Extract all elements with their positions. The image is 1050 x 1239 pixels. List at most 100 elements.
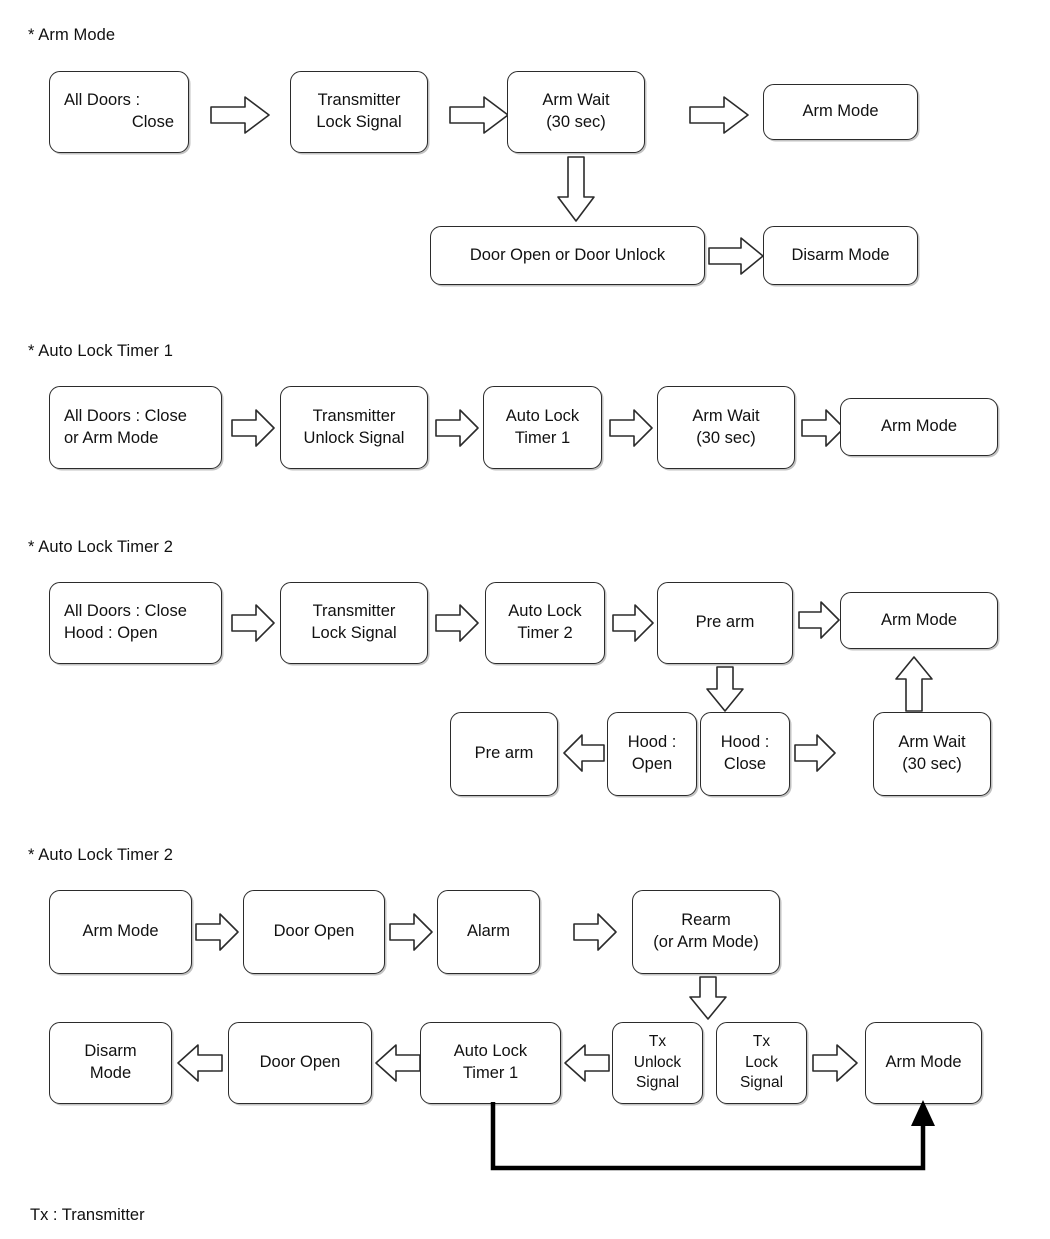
arrow-down-icon: [705, 665, 745, 713]
arrow-right-icon: [797, 600, 841, 640]
arrow-right-icon: [434, 408, 480, 448]
node-line: Arm Mode: [82, 922, 159, 941]
node-arm-mode: Arm Mode: [49, 890, 192, 974]
node-arm-mode: Arm Mode: [840, 592, 998, 649]
node-all-doors-close: All Doors : Close: [49, 71, 189, 153]
arrow-left-icon: [562, 733, 606, 773]
node-line: Unlock Signal: [303, 428, 405, 447]
node-auto-lock-timer-2: Auto Lock Timer 2: [485, 582, 605, 664]
node-line: Arm Wait: [692, 406, 760, 425]
node-line: Auto Lock: [505, 406, 580, 425]
arrow-right-icon: [707, 236, 765, 276]
node-transmitter-lock-signal: Transmitter Lock Signal: [290, 71, 428, 153]
node-line: (30 sec): [546, 113, 606, 131]
node-transmitter-lock-signal: Transmitter Lock Signal: [280, 582, 428, 664]
node-arm-mode: Arm Mode: [763, 84, 918, 140]
arrow-down-icon: [688, 975, 728, 1021]
node-pre-arm-loop: Pre arm: [450, 712, 558, 796]
node-door-open: Door Open: [243, 890, 385, 974]
node-line: Open: [631, 755, 673, 773]
node-line: Lock Signal: [311, 624, 397, 642]
arrow-up-icon: [894, 655, 934, 713]
arrow-right-icon: [572, 912, 618, 952]
node-line: Hood :: [627, 733, 677, 752]
node-line: Tx: [648, 1033, 667, 1051]
node-arm-wait-30sec: Arm Wait (30 sec): [507, 71, 645, 153]
node-line: Transmitter: [317, 91, 401, 110]
node-rearm-or-arm-mode: Rearm (or Arm Mode): [632, 890, 780, 974]
arrow-right-icon: [793, 733, 837, 773]
node-transmitter-unlock-signal: Transmitter Unlock Signal: [280, 386, 428, 469]
node-arm-wait-30sec: Arm Wait (30 sec): [873, 712, 991, 796]
arrow-left-icon: [176, 1043, 224, 1083]
section-title-auto-lock-timer-2-a: * Auto Lock Timer 2: [28, 538, 173, 556]
node-line: Close: [723, 755, 767, 773]
node-door-open-or-door-unlock: Door Open or Door Unlock: [430, 226, 705, 285]
node-line: All Doors : Close: [64, 406, 187, 425]
section-title-auto-lock-timer-1: * Auto Lock Timer 1: [28, 342, 173, 360]
node-line: Hood : Open: [64, 624, 158, 642]
node-auto-lock-timer-1: Auto Lock Timer 1: [420, 1022, 561, 1104]
node-line: Close: [131, 113, 174, 131]
node-disarm-mode: Disarm Mode: [763, 226, 918, 285]
node-line: All Doors :: [64, 91, 141, 110]
node-line: (30 sec): [696, 428, 756, 447]
node-line: Timer 1: [514, 428, 571, 447]
section-title-arm-mode: * Arm Mode: [28, 26, 116, 44]
node-line: Timer 1: [462, 1064, 519, 1082]
arrow-left-icon: [374, 1043, 422, 1083]
node-pre-arm: Pre arm: [657, 582, 793, 664]
node-tx-lock-signal: Tx Lock Signal: [716, 1022, 807, 1104]
node-line: Transmitter: [312, 406, 396, 425]
node-tx-unlock-signal: Tx Unlock Signal: [612, 1022, 703, 1104]
node-line: Transmitter: [312, 602, 396, 621]
arrow-right-icon: [800, 408, 846, 448]
node-line: Lock Signal: [316, 113, 402, 131]
node-arm-wait-30sec: Arm Wait (30 sec): [657, 386, 795, 469]
node-line: Auto Lock: [508, 602, 582, 621]
node-line: Rearm: [681, 911, 731, 930]
node-line: Tx: [752, 1033, 771, 1051]
node-line: Pre arm: [695, 613, 755, 632]
arrow-right-icon: [230, 603, 276, 643]
node-line: or Arm Mode: [64, 428, 159, 447]
footnote-tx-transmitter: Tx : Transmitter: [30, 1206, 145, 1224]
node-line: Door Open or Door Unlock: [469, 245, 666, 264]
node-all-doors-close-hood-open: All Doors : Close Hood : Open: [49, 582, 222, 664]
node-line: Alarm: [466, 922, 511, 941]
node-line: Arm Mode: [880, 610, 958, 629]
node-line: Arm Mode: [880, 417, 958, 436]
node-line: Arm Wait: [898, 733, 966, 752]
node-line: (or Arm Mode): [653, 933, 759, 951]
node-line: Timer 2: [517, 624, 573, 642]
node-auto-lock-timer-1: Auto Lock Timer 1: [483, 386, 602, 469]
arrow-left-icon: [563, 1043, 611, 1083]
arrow-down-icon: [556, 155, 596, 223]
node-arm-mode: Arm Mode: [865, 1022, 982, 1104]
arrow-right-icon: [209, 95, 271, 135]
feedback-loop-connector: [480, 1098, 950, 1188]
node-line: Arm Mode: [885, 1053, 962, 1072]
node-line: Hood :: [720, 733, 770, 752]
node-alarm: Alarm: [437, 890, 540, 974]
section-title-auto-lock-timer-2-b: * Auto Lock Timer 2: [28, 846, 173, 864]
node-line: Door Open: [273, 922, 355, 941]
node-line: (30 sec): [902, 755, 962, 773]
node-line: Pre arm: [474, 744, 534, 763]
node-line: Auto Lock: [453, 1042, 528, 1061]
node-line: Signal: [739, 1074, 784, 1092]
node-hood-open: Hood : Open: [607, 712, 697, 796]
arrow-right-icon: [688, 95, 750, 135]
node-disarm-mode: Disarm Mode: [49, 1022, 172, 1104]
node-hood-close: Hood : Close: [700, 712, 790, 796]
node-line: Arm Wait: [542, 91, 610, 110]
arrow-right-icon: [194, 912, 240, 952]
node-line: Unlock: [633, 1053, 682, 1071]
arrow-right-icon: [434, 603, 480, 643]
node-line: Lock: [745, 1053, 778, 1071]
node-line: Mode: [89, 1064, 132, 1082]
node-line: Disarm Mode: [791, 245, 890, 264]
node-line: Signal: [635, 1074, 680, 1092]
arrow-right-icon: [611, 603, 655, 643]
